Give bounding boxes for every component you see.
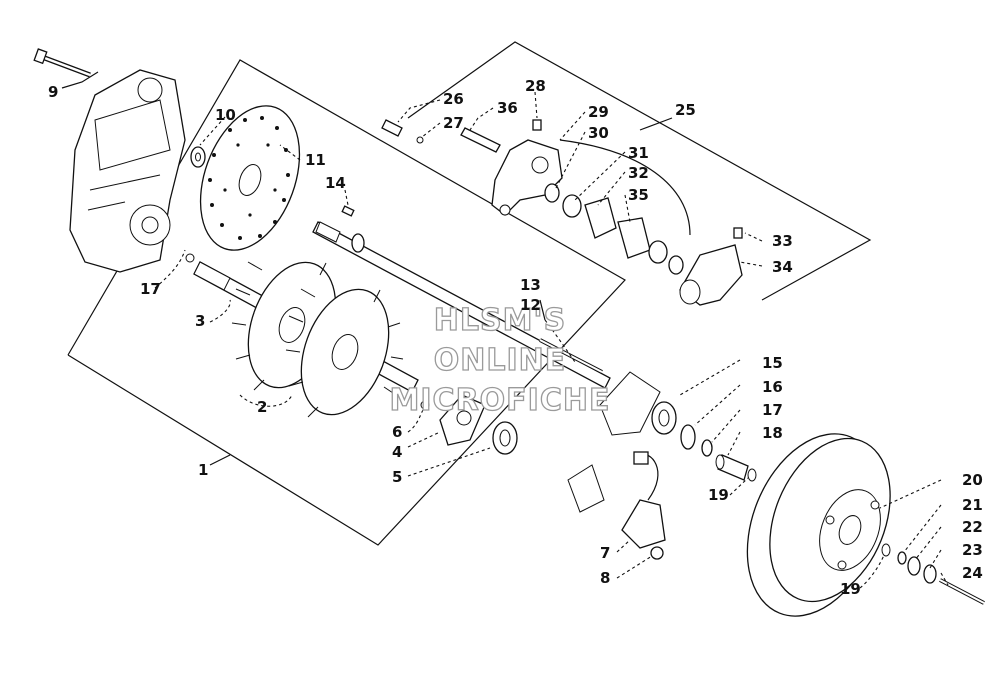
callout-13: 13 [520,276,541,294]
bearing-5 [492,421,518,455]
brake-disc-11 [199,105,301,251]
washer-16 [680,424,696,450]
watermark-line-1: HLSM'S [434,303,566,338]
callout-8: 8 [600,569,610,587]
washer-10 [190,146,206,168]
callout-20: 20 [962,471,983,489]
bearing-flange-4 [439,394,486,446]
caliper-bolt-26 [381,119,403,137]
watermark-line-2: ONLINE [434,343,567,378]
ring-19-right [881,543,891,557]
washer-21 [897,551,907,565]
callout-30: 30 [588,124,609,142]
callout-36: 36 [497,99,518,117]
callout-19-right: 19 [840,580,861,598]
callout-31: 31 [628,144,649,162]
callout-2: 2 [257,398,267,416]
ring-19-left [747,468,757,482]
callout-14: 14 [325,174,346,192]
bolt-24 [939,578,985,605]
assembly-outline-1 [67,59,626,546]
callout-32: 32 [628,164,649,182]
callout-35: 35 [628,186,649,204]
driven-shaft-13 [312,221,611,389]
callout-21: 21 [962,496,983,514]
drive-wheel-20 [746,433,891,617]
callout-34: 34 [772,258,793,276]
bearing-plate [599,371,661,436]
callout-17-right: 17 [762,401,783,419]
trigger-wheel [567,464,605,513]
callout-18: 18 [762,424,783,442]
callout-33: 33 [772,232,793,250]
callout-1: 1 [198,461,208,479]
brake-pad-35 [617,217,651,259]
callout-12: 12 [520,296,541,314]
bleeder-33 [733,227,743,239]
callout-23: 23 [962,541,983,559]
callout-10: 10 [215,106,236,124]
caliper-body-29 [491,139,563,216]
ring-17-right [701,439,713,457]
callout-16: 16 [762,378,783,396]
speed-sensor-7 [621,451,666,549]
callout-3: 3 [195,312,205,330]
callout-24: 24 [962,564,983,582]
bolt-9 [33,48,91,78]
nut-8 [650,546,664,560]
callout-19-left: 19 [708,486,729,504]
washer-27 [416,136,424,144]
bracket-arc [559,139,691,236]
bearing-15 [651,401,677,435]
callout-22: 22 [962,518,983,536]
callout-5: 5 [392,468,402,486]
spacer-18 [715,454,749,481]
callout-29: 29 [588,103,609,121]
callout-15: 15 [762,354,783,372]
callout-11: 11 [305,151,326,169]
key-14 [341,205,355,217]
pin-36 [460,127,501,153]
callout-4: 4 [392,443,402,461]
washer-22 [907,556,921,576]
callout-6: 6 [392,423,402,441]
callout-25: 25 [675,101,696,119]
callout-7: 7 [600,544,610,562]
ring-back [648,240,684,275]
callout-28: 28 [525,77,546,95]
washer-6 [420,400,430,410]
callout-9: 9 [48,83,58,101]
watermark-line-3: MICROFICHE [390,383,611,418]
callout-17-left: 17 [140,280,161,298]
callouts: 9 10 11 14 17 3 2 1 6 4 5 13 12 15 16 17… [48,77,983,598]
washer-23 [923,564,937,584]
callout-26: 26 [443,90,464,108]
caliper-housing-34 [679,244,743,306]
brake-pad-32 [584,197,617,239]
assembly-outline-25 [407,41,872,301]
gear-case [69,69,186,273]
callout-27: 27 [443,114,464,132]
leader-lines [61,71,949,589]
drive-sprocket-2b [285,288,404,418]
bleeder-28 [532,119,542,131]
seal-30 [544,183,560,203]
piston-31 [562,194,582,218]
